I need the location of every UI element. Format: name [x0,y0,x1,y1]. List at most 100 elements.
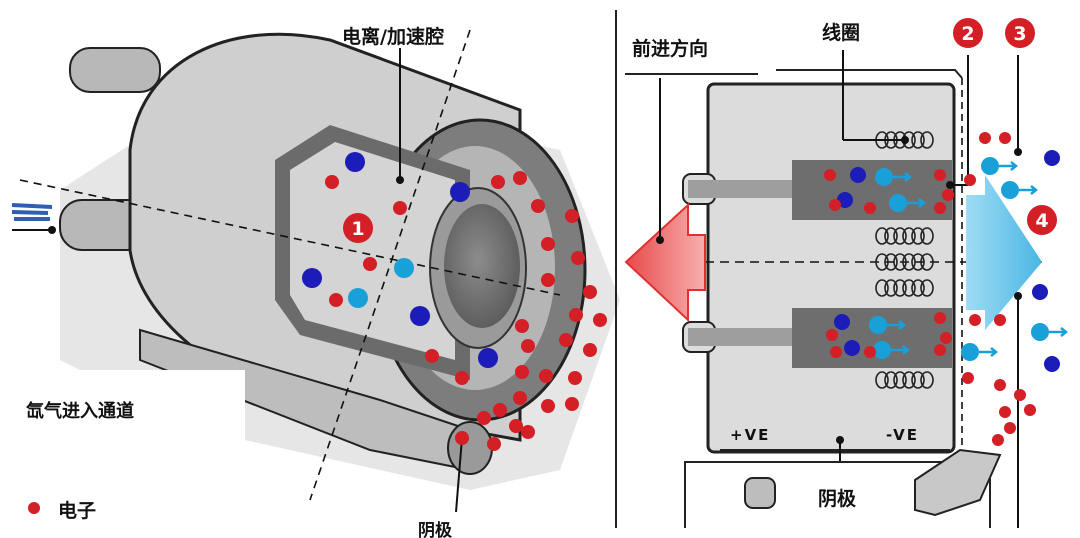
right-cathode-nozzle [914,448,1002,517]
electron [1024,404,1036,416]
marker-1-text: 1 [351,218,364,240]
coil-winding [893,371,907,389]
coil-winding [875,253,889,271]
exhaust-arrow [966,175,1042,330]
coil-winding [884,279,898,297]
xenon-atom [850,167,866,183]
electron [515,365,529,379]
electron [830,346,842,358]
electron [583,285,597,299]
electron [864,202,876,214]
electron [513,171,527,185]
ion-velocity-arrow [979,347,999,357]
xenon-atom [1032,284,1048,300]
electron [568,371,582,385]
electron [509,419,523,433]
electron [962,372,974,384]
marker-2-text: 2 [961,23,974,45]
electron [583,343,597,357]
electron-legend-label: 电子 [58,500,97,522]
xenon-ion [348,288,368,308]
xenon-atom [450,182,470,202]
channel-lower [792,308,952,368]
coil-label: 线圈 [822,22,861,44]
xenon-ion [889,194,907,212]
electron [934,312,946,324]
electron [565,209,579,223]
right-body [706,82,956,454]
left-cathode-label: 阴极 [418,521,452,538]
magnetic-coils [875,131,934,389]
electron [826,329,838,341]
electron [999,406,1011,418]
coil-winding [884,227,898,245]
electron [964,174,976,186]
right-thruster-illustration: 2 3 4 [624,18,1069,528]
coil-winding [875,279,889,297]
ion-velocity-arrow [887,320,907,330]
coil-winding [884,371,898,389]
gas-inlet-label: 氙气进入通道 [26,401,134,422]
electron [325,175,339,189]
coil-winding [902,253,916,271]
electron [864,346,876,358]
electron [521,339,535,353]
coil-winding [920,227,934,245]
coil-winding [911,227,925,245]
electron [571,251,585,265]
marker-3-text: 3 [1013,23,1026,45]
electron [491,175,505,189]
electron [425,349,439,363]
xenon-atom [302,268,322,288]
gas-label-background [0,370,245,440]
cathode-leader-line [455,437,463,513]
xenon-atom [844,340,860,356]
xenon-ion [873,341,891,359]
electron [477,411,491,425]
xenon-ion [981,157,999,175]
xenon-ion [1031,323,1049,341]
gas-inlet-arrow-dot [48,226,56,234]
coil-winding [920,131,934,149]
electron [513,391,527,405]
coil-winding [920,371,934,389]
electron [979,132,991,144]
electron [329,293,343,307]
electron [559,333,573,347]
electron [363,257,377,271]
electron [455,371,469,385]
marker-3-circle [1005,18,1035,48]
right-cathode-body [744,477,776,509]
ion-velocity-arrow [1049,327,1069,337]
electron [824,169,836,181]
electron [969,314,981,326]
xenon-ion [869,316,887,334]
electron [531,199,545,213]
coil-winding [902,371,916,389]
gas-flow-streaks [11,203,53,221]
electron [940,332,952,344]
electron [934,202,946,214]
chamber-label: 电离/加速腔 [342,26,444,48]
ion-velocity-arrow [1019,185,1039,195]
electron [999,132,1011,144]
electron [934,344,946,356]
xenon-ion [961,343,979,361]
ion-velocity-arrow [907,198,927,208]
coil-winding [875,227,889,245]
coil-winding [875,371,889,389]
left-particles [302,152,607,451]
electron [829,199,841,211]
coil-winding [893,227,907,245]
xenon-ion [1001,181,1019,199]
coil-winding [920,279,934,297]
electron [569,308,583,322]
electron [994,379,1006,391]
minus-ve-label: -VE [886,426,919,444]
electron [994,314,1006,326]
electron [541,273,555,287]
cathode-right-leader-dot [1014,292,1022,300]
electron [934,169,946,181]
xenon-atom [1044,356,1060,372]
direction-label: 前进方向 [632,38,709,60]
